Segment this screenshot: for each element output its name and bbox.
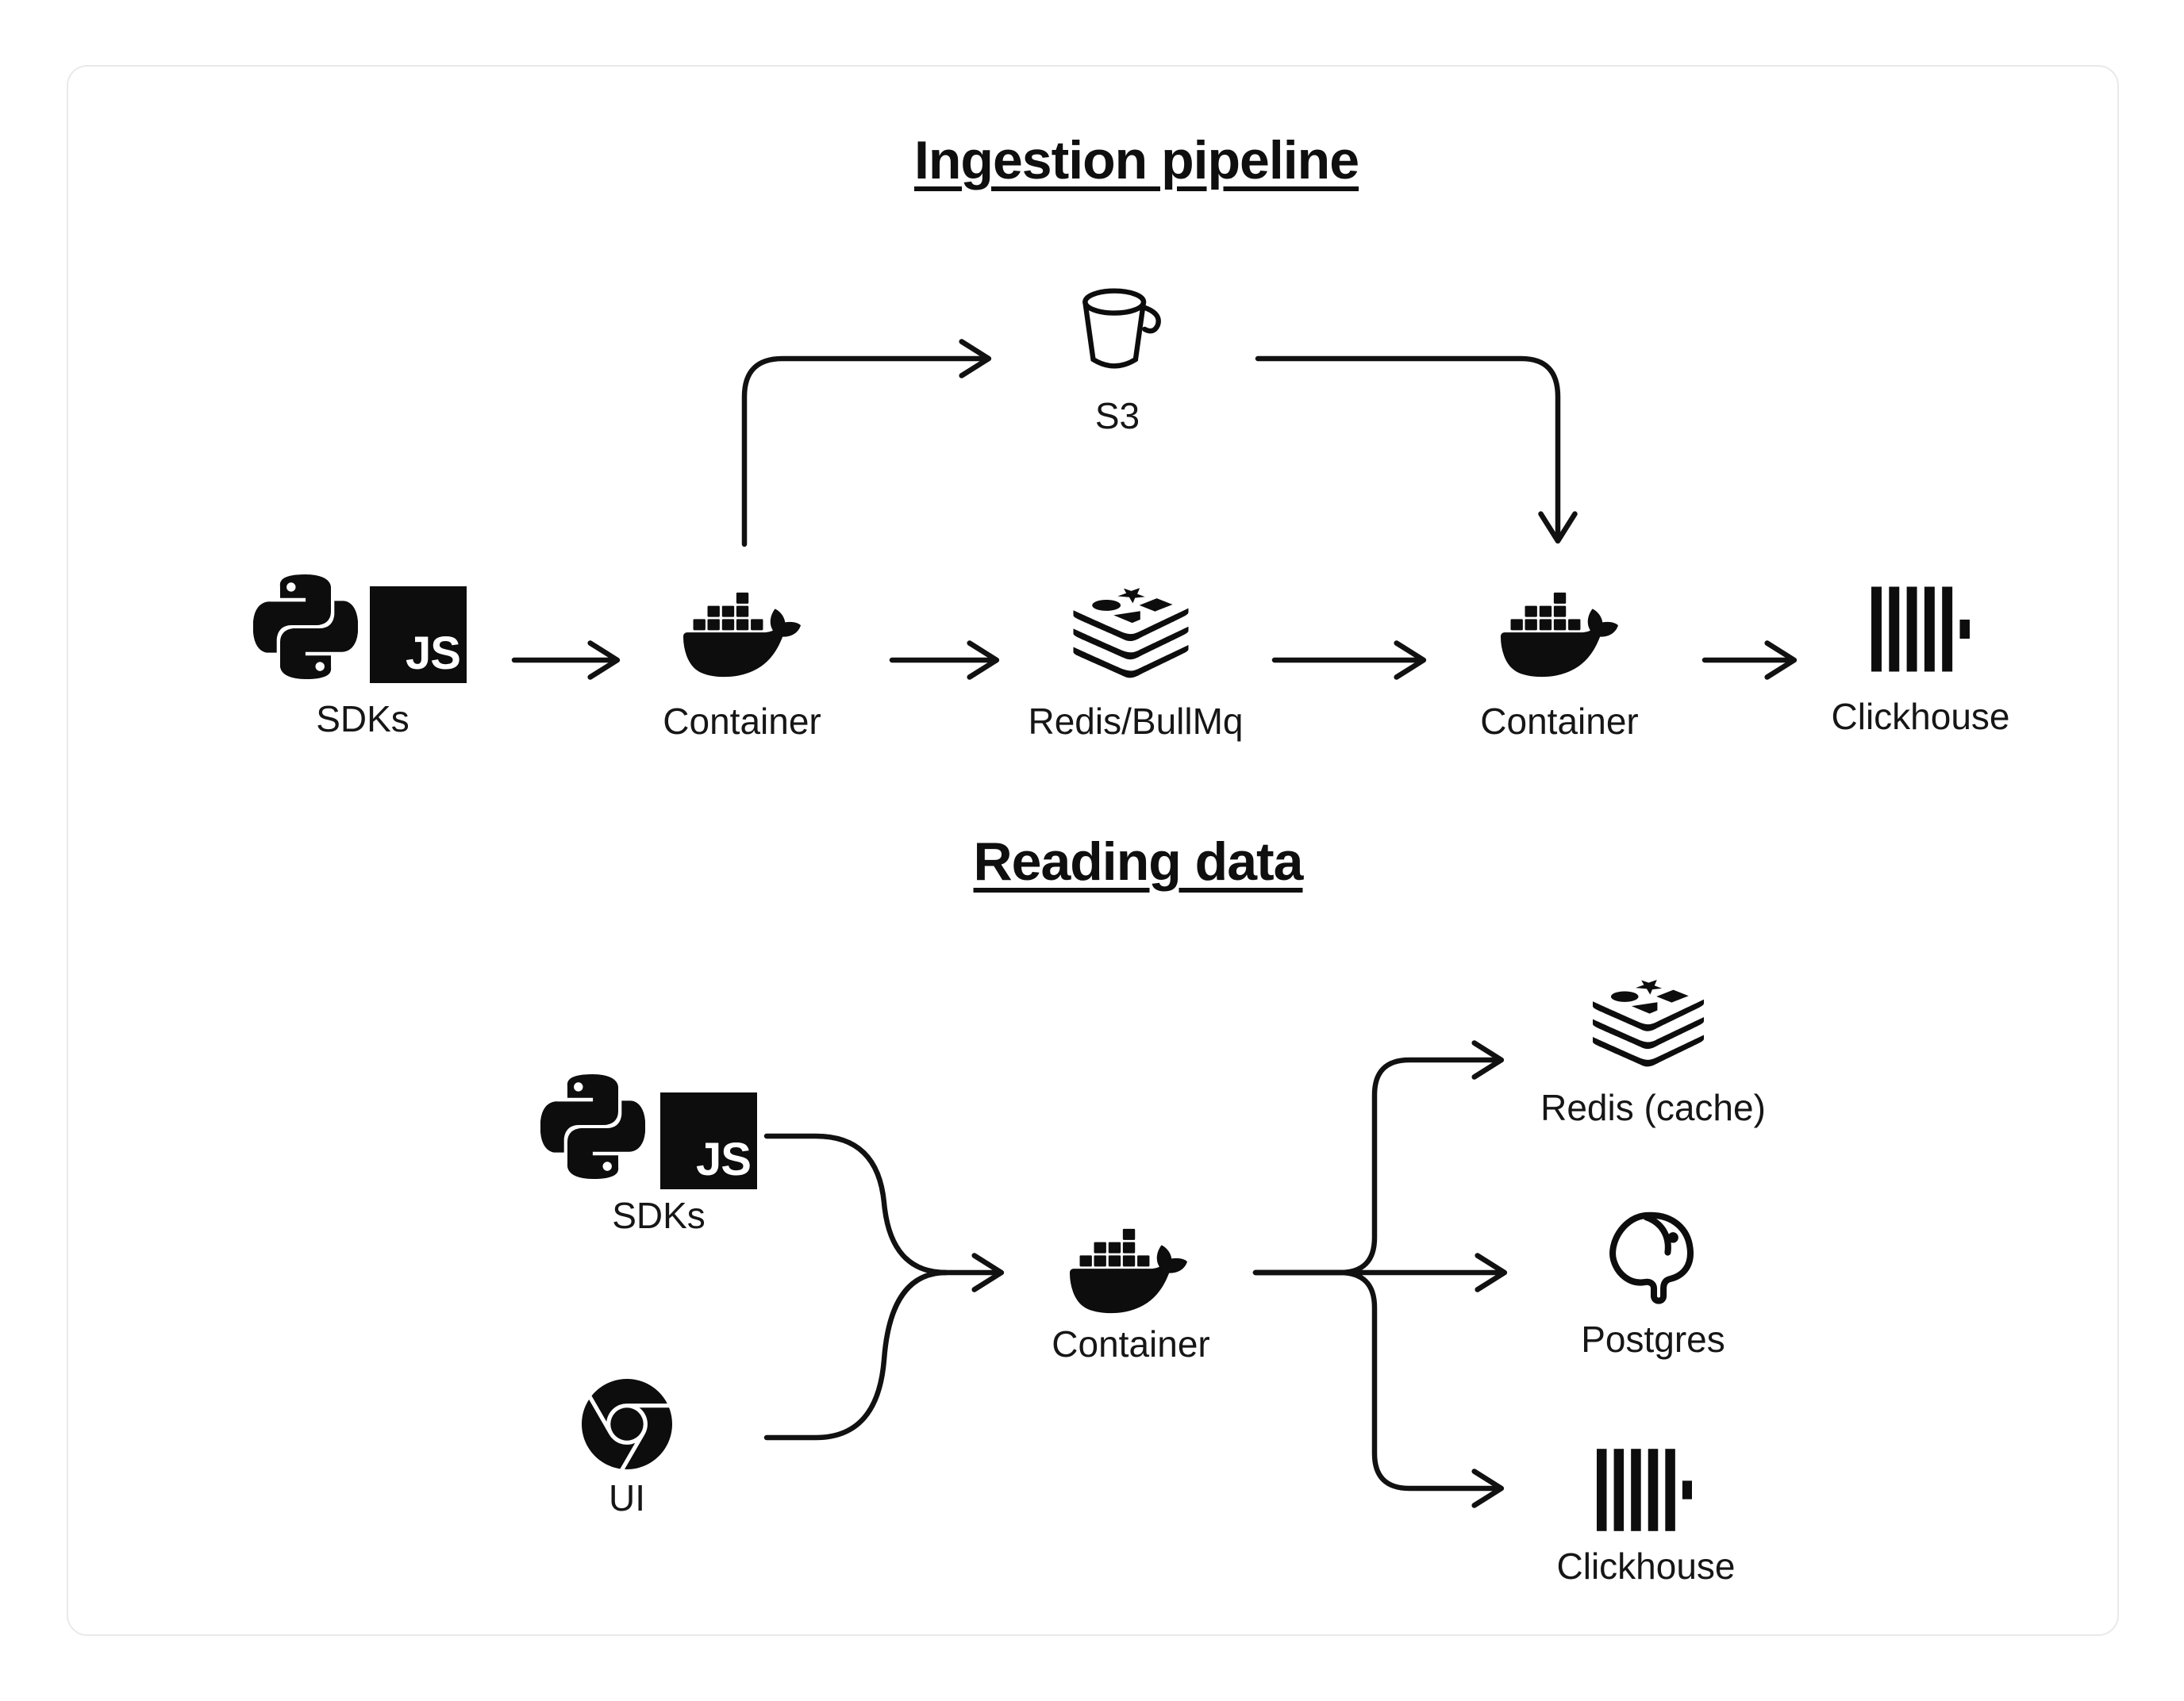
edge-reading-sdks-to-merge <box>763 1133 949 1276</box>
clickhouse-icon <box>1597 1449 1692 1531</box>
edge-reading-container-to-clickhouse <box>1252 1269 1505 1508</box>
postgres-icon <box>1598 1207 1704 1313</box>
reading-ui-label: UI <box>609 1477 645 1519</box>
ingestion-sdks-python-node <box>253 574 358 679</box>
ingestion-container-node <box>683 576 801 693</box>
ingestion-sdks-js-node: JS <box>370 586 467 683</box>
docker-icon <box>1501 576 1618 693</box>
reading-clickhouse-node <box>1597 1449 1692 1531</box>
reading-sdks-label: SDKs <box>612 1195 706 1236</box>
javascript-icon: JS <box>660 1092 757 1189</box>
reading-sdks-python-node <box>540 1074 645 1179</box>
ingestion-queue-node <box>1074 576 1189 691</box>
chrome-icon <box>582 1379 672 1469</box>
ingestion-title: Ingestion pipeline <box>913 130 1359 190</box>
edge-ingestion-container-to-s3 <box>741 339 992 547</box>
reading-postgres-node <box>1598 1207 1704 1313</box>
ingestion-worker-container-label: Container <box>1480 701 1639 742</box>
python-icon <box>253 574 358 679</box>
ingestion-s3-node <box>1067 285 1168 382</box>
reading-clickhouse-label: Clickhouse <box>1556 1545 1736 1587</box>
python-icon <box>540 1074 645 1179</box>
ingestion-worker-container-node <box>1501 576 1618 693</box>
ingestion-s3-label: S3 <box>1094 395 1140 436</box>
redis-icon <box>1074 576 1189 691</box>
js-icon-text: JS <box>406 628 461 679</box>
reading-postgres-label: Postgres <box>1581 1319 1725 1360</box>
ingestion-clickhouse-label: Clickhouse <box>1831 696 2010 737</box>
redis-icon <box>1593 968 1704 1079</box>
edge-reading-container-to-redis <box>1252 1040 1505 1276</box>
ingestion-sdks-label: SDKs <box>316 698 410 739</box>
reading-ui-node <box>582 1379 672 1469</box>
docker-icon <box>1070 1212 1187 1330</box>
reading-container-node <box>1070 1212 1187 1330</box>
reading-container-label: Container <box>1052 1323 1210 1365</box>
edge-ingestion-s3-to-worker <box>1255 355 1578 544</box>
reading-redis-cache-node <box>1593 968 1704 1079</box>
ingestion-queue-label: Redis/BullMq <box>1028 701 1244 742</box>
reading-redis-cache-label: Redis (cache) <box>1540 1087 1766 1128</box>
ingestion-container-label: Container <box>663 701 821 742</box>
reading-title: Reading data <box>973 831 1304 892</box>
s3-bucket-icon <box>1067 285 1168 382</box>
edge-reading-ui-to-merge <box>763 1269 949 1441</box>
javascript-icon: JS <box>370 586 467 683</box>
js-icon-text: JS <box>696 1134 752 1185</box>
diagram-canvas <box>67 65 2119 1636</box>
docker-icon <box>683 576 801 693</box>
reading-sdks-js-node: JS <box>660 1092 757 1189</box>
clickhouse-icon <box>1871 587 1970 672</box>
ingestion-clickhouse-node <box>1871 587 1970 672</box>
